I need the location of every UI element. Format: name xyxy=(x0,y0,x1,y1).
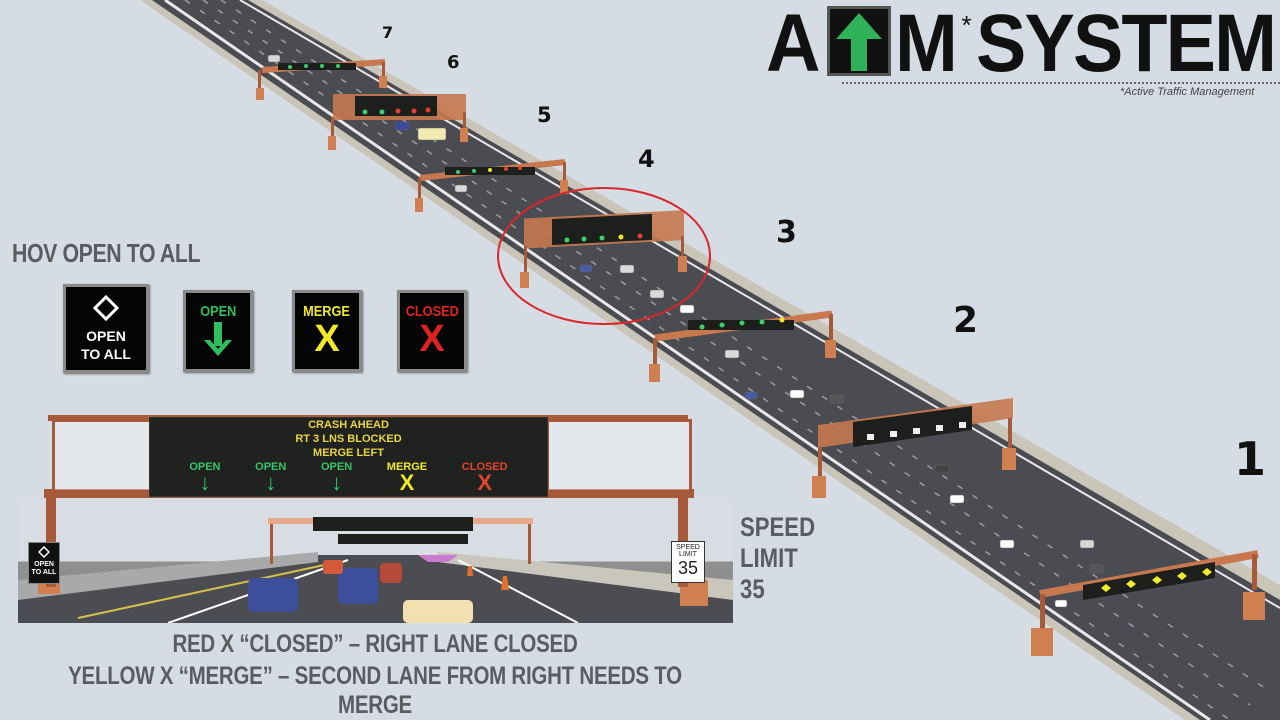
down-arrow-icon: ↓ xyxy=(331,470,343,495)
speed-limit-sign: SPEED LIMIT 35 xyxy=(671,541,705,583)
caption-yellow-x: YELLOW X “MERGE” – SECOND LANE FROM RIGH… xyxy=(68,662,682,719)
gantry-number-3: 3 xyxy=(776,215,797,250)
atm-system-logo: A M * SYSTEM xyxy=(766,0,1280,89)
lane-signal-4: MERGE X xyxy=(386,461,428,495)
x-mark-icon: X xyxy=(477,470,493,495)
road-view xyxy=(18,500,733,623)
speed-text-line3: 35 xyxy=(740,574,765,604)
lane-1-label: OPEN xyxy=(189,461,221,473)
logo-letter-m: M xyxy=(895,0,958,89)
sign-merge-label: MERGE xyxy=(303,303,351,320)
gantry-number-1: 1 xyxy=(1234,432,1267,486)
gantry-6 xyxy=(328,94,468,150)
logo-subtitle: *Active Traffic Management xyxy=(1120,86,1255,98)
gantry-5 xyxy=(415,159,568,212)
gantry-left-panel xyxy=(52,419,155,493)
sign-open-label: OPEN xyxy=(199,303,237,320)
x-mark-icon: X xyxy=(314,318,340,360)
gantry-left-post xyxy=(46,495,56,587)
sign-open-to-all-line2: TO ALL xyxy=(81,345,131,362)
side-sign-line1: OPEN xyxy=(34,561,54,568)
lane-2-label: OPEN xyxy=(255,461,287,473)
x-mark-icon: X xyxy=(399,470,415,495)
x-mark-icon: X xyxy=(419,318,445,360)
lane-3-label: OPEN xyxy=(320,461,353,473)
lane-signal-2: OPEN ↓ xyxy=(255,461,287,495)
lane-5-label: CLOSED xyxy=(461,461,508,473)
hov-title: HOV OPEN TO ALL xyxy=(12,238,201,268)
gantry-number-6: 6 xyxy=(447,52,460,73)
speed-sign-value: 35 xyxy=(677,558,699,578)
speed-sign-line1: SPEED xyxy=(676,544,700,551)
down-arrow-icon: ↓ xyxy=(265,470,277,495)
logo-asterisk: * xyxy=(961,10,972,40)
side-sign-open-to-all: OPEN TO ALL xyxy=(28,542,60,584)
logo-letter-a: A xyxy=(766,0,820,89)
vms-line-3: MERGE LEFT xyxy=(313,447,384,459)
sign-closed: CLOSED X xyxy=(397,290,467,372)
gantry-2 xyxy=(812,398,1016,498)
vms-line-1: CRASH AHEAD xyxy=(308,419,389,431)
diamond-icon xyxy=(93,294,119,321)
logo-dotted-divider xyxy=(842,82,1280,84)
green-up-arrow-icon xyxy=(827,6,892,76)
variable-message-sign: CRASH AHEAD RT 3 LNS BLOCKED MERGE LEFT … xyxy=(149,417,548,497)
logo-word-system: SYSTEM xyxy=(975,0,1277,89)
diamond-icon xyxy=(37,545,51,559)
caption-red-x: RED X “CLOSED” – RIGHT LANE CLOSED xyxy=(172,630,578,658)
gantry-4 xyxy=(520,210,687,288)
speed-text-line1: SPEED xyxy=(740,512,816,542)
down-arrow-icon xyxy=(204,322,232,356)
lane-4-label: MERGE xyxy=(386,461,428,473)
gantry-number-7: 7 xyxy=(382,23,394,42)
sign-open: OPEN xyxy=(183,290,253,372)
sign-open-to-all: OPEN TO ALL xyxy=(63,284,149,373)
gantry-number-5: 5 xyxy=(537,103,552,127)
gantry-closeup-illustration: CRASH AHEAD RT 3 LNS BLOCKED MERGE LEFT … xyxy=(18,415,733,623)
highlight-circle xyxy=(497,187,711,325)
speed-sign-line2: LIMIT xyxy=(679,551,697,558)
speed-limit-text: SPEED LIMIT 35 xyxy=(740,512,815,605)
gantry-1 xyxy=(1031,550,1265,656)
sign-closed-label: CLOSED xyxy=(405,303,459,320)
lane-signal-5: CLOSED X xyxy=(461,461,508,495)
gantry-7 xyxy=(256,59,387,100)
sign-open-to-all-line1: OPEN xyxy=(86,327,126,344)
gantry-right-panel xyxy=(546,419,692,493)
gantry-3 xyxy=(649,310,836,382)
down-arrow-icon: ↓ xyxy=(199,470,211,495)
lane-signal-3: OPEN ↓ xyxy=(320,461,353,495)
side-sign-line2: TO ALL xyxy=(31,569,57,576)
speed-text-line2: LIMIT xyxy=(740,543,798,573)
vms-line-2: RT 3 LNS BLOCKED xyxy=(295,433,402,445)
lane-signal-1: OPEN ↓ xyxy=(189,461,221,495)
sign-merge: MERGE X xyxy=(292,290,362,372)
gantry-number-4: 4 xyxy=(638,145,655,173)
gantry-number-2: 2 xyxy=(953,300,979,341)
